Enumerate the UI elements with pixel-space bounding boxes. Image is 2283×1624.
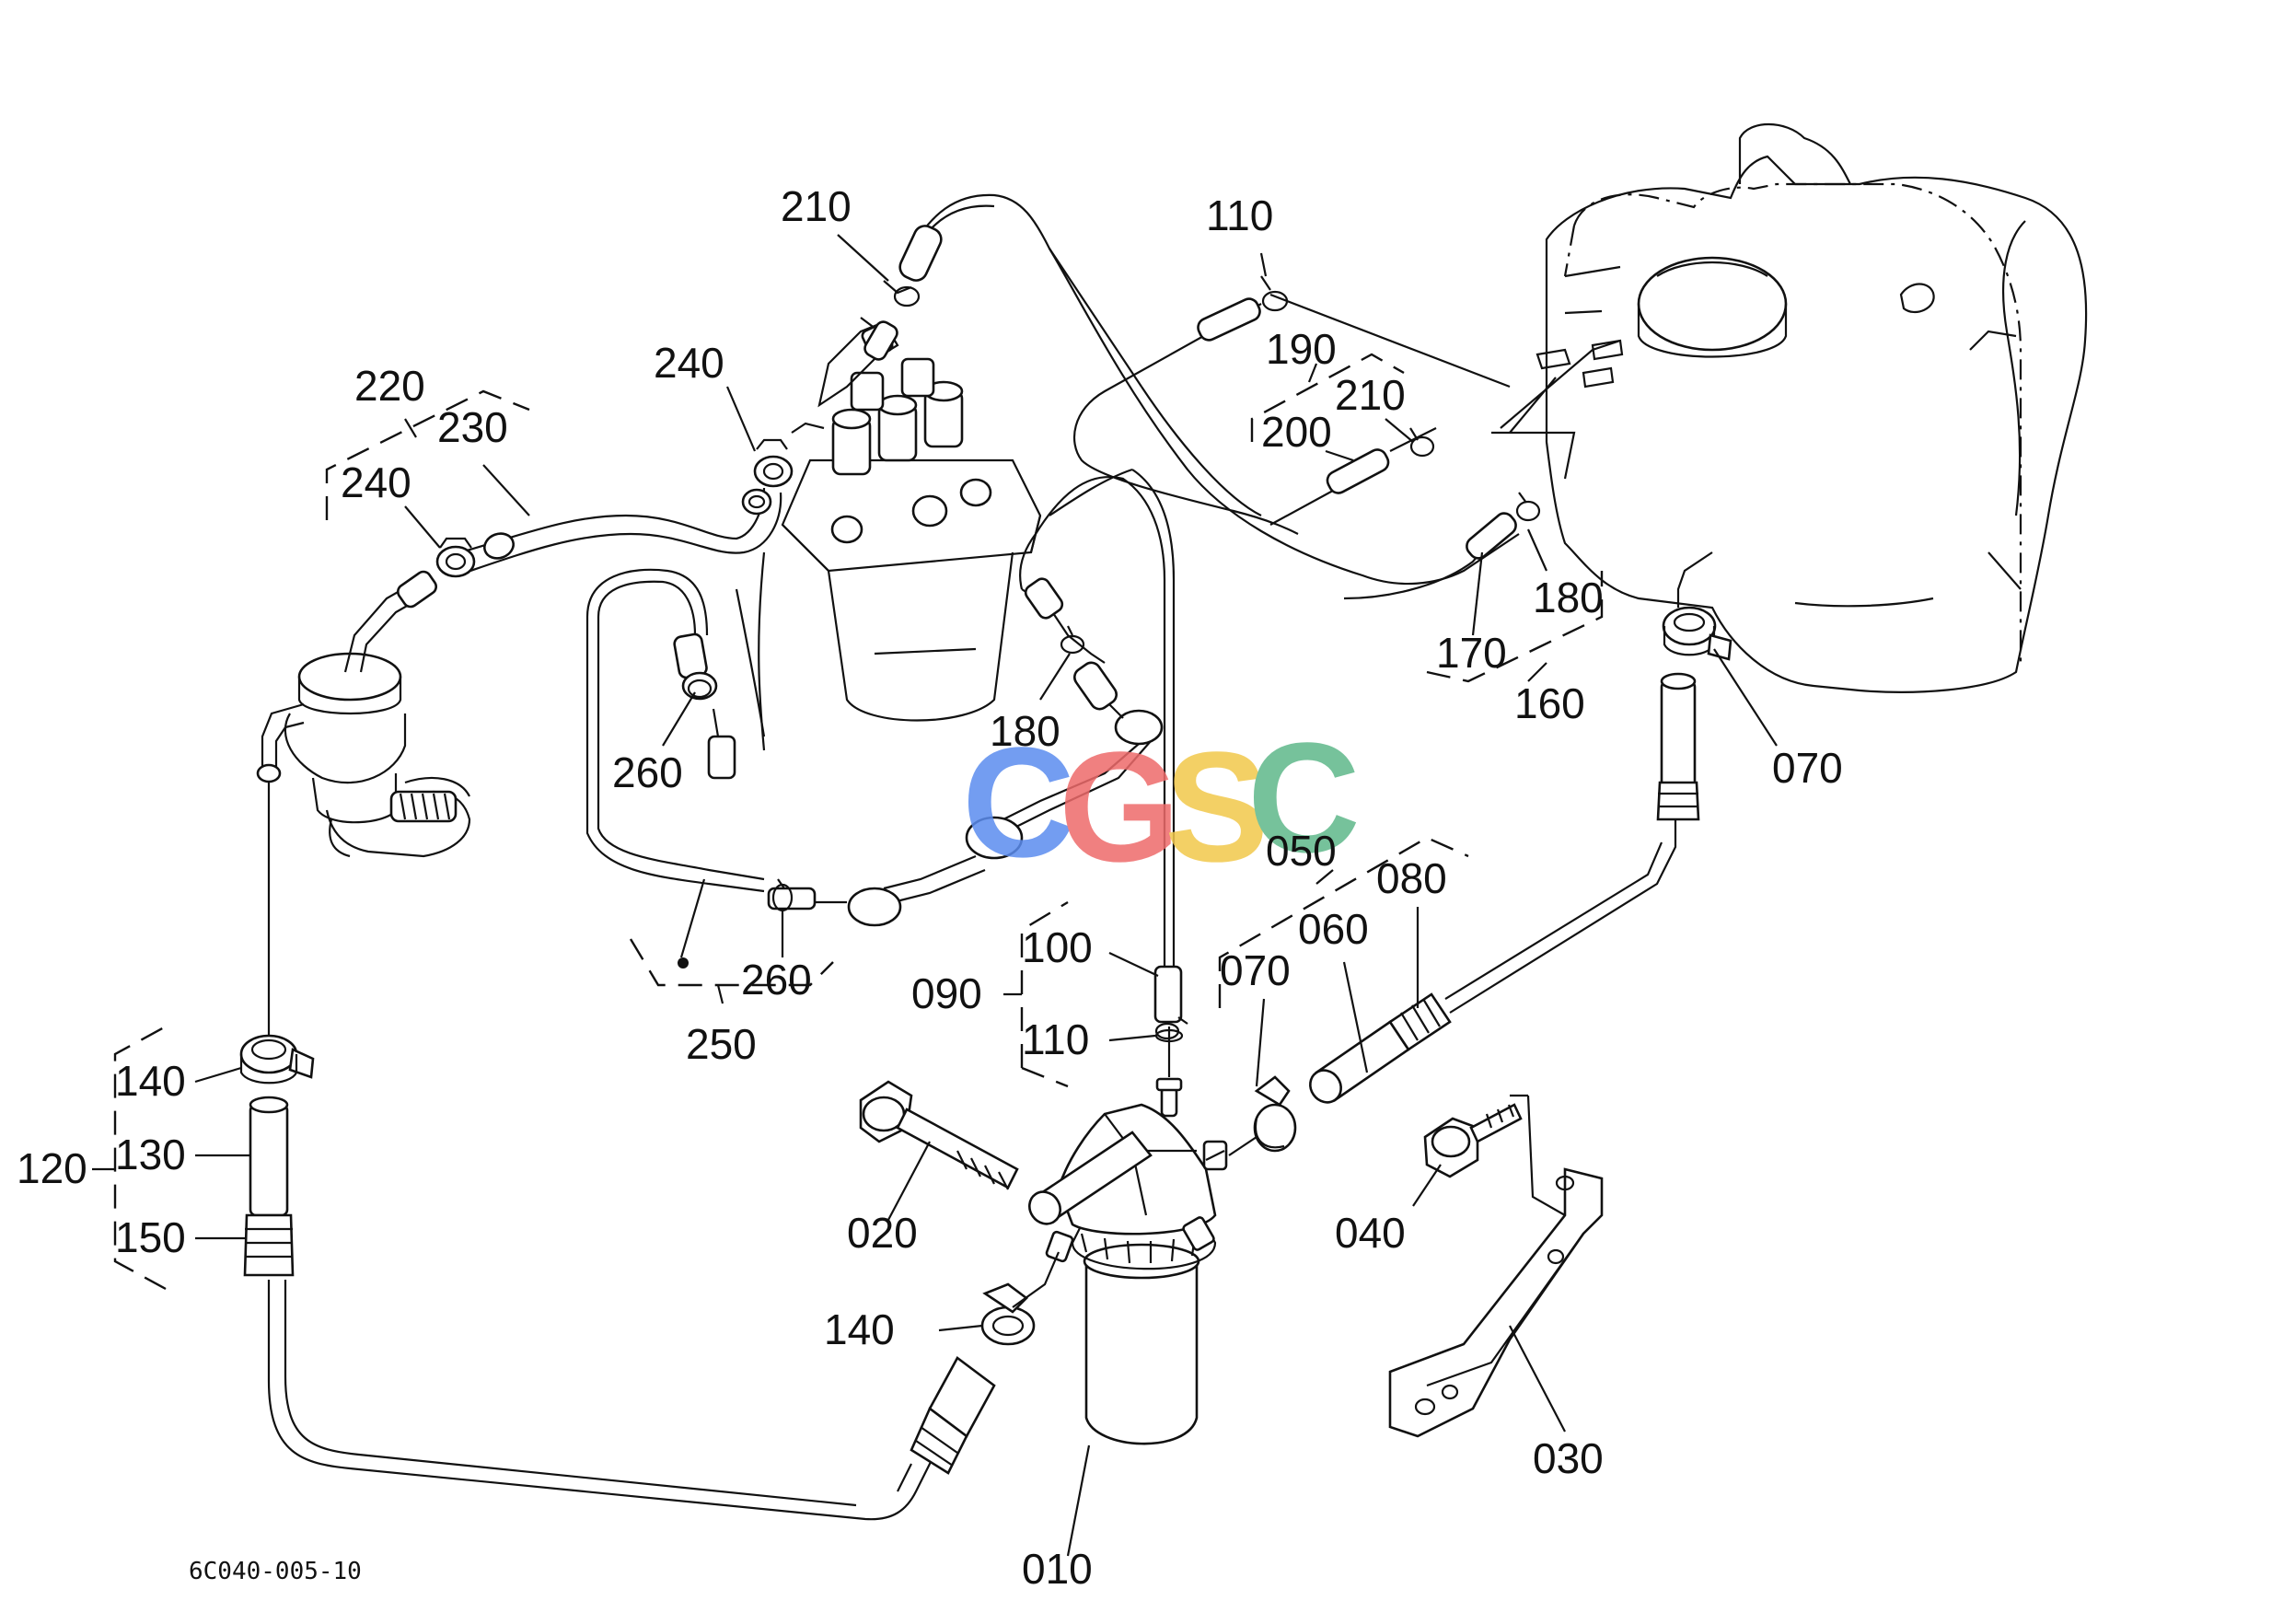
callout-160: 160: [1514, 679, 1585, 727]
watermark-letter-s: S: [1165, 720, 1269, 895]
callout-220: 220: [354, 362, 425, 410]
callout-260-upper: 260: [612, 748, 683, 796]
callout-060: 060: [1298, 905, 1369, 953]
callout-150: 150: [115, 1213, 186, 1261]
callout-210-pump: 210: [781, 182, 852, 230]
injection-pump: [781, 317, 1042, 722]
banjo-bolt: [859, 1080, 1019, 1190]
callout-250: 250: [686, 1020, 757, 1068]
fuel-hoses: [239, 193, 1733, 1521]
callout-140-filter: 140: [824, 1305, 895, 1353]
callout-260-lower: 260: [741, 956, 812, 1003]
filter-bracket: [1388, 1094, 1604, 1438]
callout-200: 200: [1261, 408, 1332, 456]
callout-140-left: 140: [115, 1057, 186, 1105]
callout-180-tank: 180: [1533, 574, 1604, 621]
callout-240-pump: 240: [654, 339, 724, 387]
watermark-letter-c: C: [962, 715, 1075, 890]
fuel-filter-assembly: [1028, 1077, 1228, 1445]
fuel-feed-pump: [284, 652, 471, 858]
callout-130: 130: [115, 1131, 186, 1178]
callout-170: 170: [1436, 629, 1507, 677]
callout-100: 100: [1022, 923, 1093, 971]
callout-180-pump: 180: [990, 707, 1060, 755]
callout-050: 050: [1266, 827, 1337, 875]
callout-120: 120: [17, 1144, 87, 1192]
callout-070-tank: 070: [1772, 744, 1843, 792]
callout-190: 190: [1266, 325, 1337, 373]
callout-210-tank: 210: [1335, 371, 1406, 419]
bracket-bolt: [1423, 1103, 1523, 1178]
callout-010: 010: [1022, 1545, 1093, 1593]
callout-labels: 010 020 030 040 050 060 070 070 080 090 …: [17, 182, 1843, 1593]
watermark-letter-c2: C: [1247, 711, 1361, 886]
callout-080: 080: [1376, 854, 1447, 902]
callout-090: 090: [911, 969, 982, 1017]
drawing-code: 6C040-005-10: [189, 1558, 362, 1585]
callout-030: 030: [1533, 1434, 1604, 1482]
callout-020: 020: [847, 1209, 918, 1257]
callout-230: 230: [437, 403, 508, 451]
callout-040: 040: [1335, 1209, 1406, 1257]
fuel-tank: [1536, 122, 2088, 693]
assembly-brackets: [113, 353, 1604, 1291]
callout-leaders: [92, 234, 1778, 1557]
callout-240-left: 240: [341, 458, 411, 506]
callout-110-tank: 110: [1206, 191, 1273, 239]
callout-110-filter: 110: [1022, 1015, 1089, 1063]
watermark-letter-g: G: [1059, 720, 1180, 895]
cgsc-watermark: C G S C: [962, 711, 1361, 895]
callout-070-filter: 070: [1220, 946, 1291, 994]
